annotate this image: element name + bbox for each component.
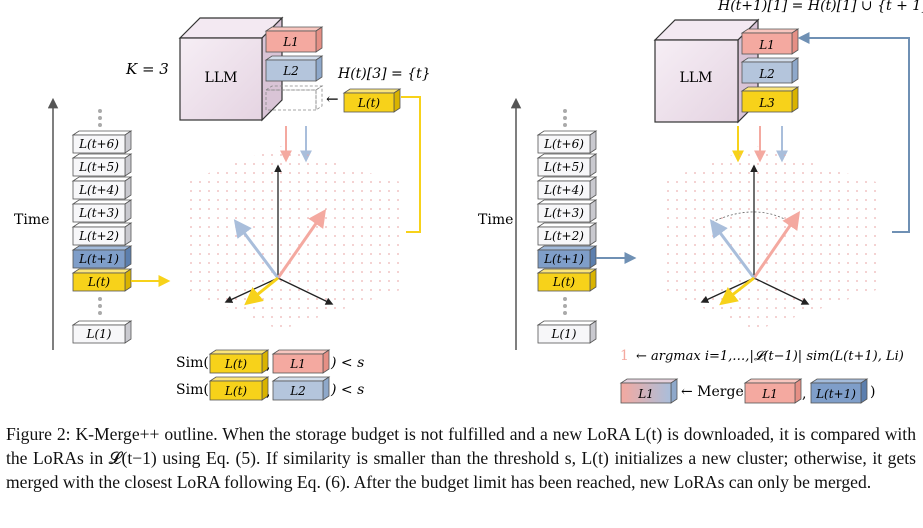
left-panel: K = 3 LLM L1 L2 ← H(t)[3] = {t}: [14, 16, 431, 401]
lora-slot-right-2-label: L2: [758, 67, 775, 81]
lora-slot-2: L2: [264, 55, 324, 82]
lora-slot-1: L1: [264, 26, 324, 53]
similarity-checks: Sim( L(t), L1 ) < s Sim( L(t), L2 ) < s: [176, 349, 364, 401]
timeline-item: L(t): [71, 268, 133, 292]
sim-operand-b-label: L2: [289, 384, 306, 398]
merge-operand-a: L1: [743, 378, 803, 404]
time-label-right: Time: [478, 212, 513, 228]
sim-operand-b-label: L1: [289, 357, 306, 371]
timeline-item: L(1): [536, 320, 598, 344]
empty-slot: [264, 85, 324, 111]
merge-operand-a-label: L1: [761, 387, 778, 401]
timeline-item: L(t+6): [536, 130, 598, 154]
timeline-item: L(t+3): [536, 199, 598, 223]
timeline-item-label: L(t): [87, 275, 110, 289]
timeline-item-label: L(t+2): [543, 229, 584, 243]
merge-comma: ,: [802, 386, 806, 402]
timeline-item: L(t+1): [536, 245, 598, 269]
sim-operand-a-label: L(t): [224, 384, 247, 398]
merge-result-box: L1: [619, 378, 679, 404]
sim-operand-a: L(t): [208, 376, 270, 401]
incoming-lora: L(t): [342, 88, 402, 113]
timeline-item: L(t+5): [536, 153, 598, 177]
arrow-left-symbol: ←: [326, 90, 339, 108]
merge-operand-b-label: L(t+1): [815, 387, 856, 401]
timeline-item: L(t): [536, 268, 598, 292]
timeline-item-label: L(t+1): [78, 252, 119, 266]
right-panel: H(t+1)[1] = H(t)[1] ∪ {t + 1} LLM L1L2L3…: [478, 0, 923, 404]
lora-slot-right-3: L3: [740, 86, 800, 113]
timeline-right: L(t+6) L(t+5) L(t+4) L(t+3) L(t+2) L(t+1) L(t)…: [536, 109, 598, 344]
argmax-index: 1: [620, 348, 629, 364]
timeline-item-label: L(t+5): [78, 160, 119, 174]
sim-func: Sim(: [176, 355, 209, 371]
yellow-loop-line: [401, 96, 421, 233]
slot-label-2: L2: [282, 64, 299, 78]
timeline-item-label: L(t+6): [78, 137, 119, 151]
merge-operand-b: L(t+1): [809, 378, 869, 404]
timeline-item-label: L(t+2): [78, 229, 119, 243]
timeline-item-label: L(t+6): [543, 137, 584, 151]
blue-feedback-arrow: [797, 32, 910, 233]
timeline-item-label: L(t+1): [543, 252, 584, 266]
argmax-expression: ← argmax i=1,…,|𝓛(t−1)| sim(L(t+1), Li): [636, 349, 904, 364]
timeline-item-label: L(t+4): [78, 183, 119, 197]
vector-space-right: [660, 146, 876, 330]
timeline-item: L(t+2): [71, 222, 133, 246]
figure-caption: Figure 2: K-Merge++ outline. When the st…: [6, 422, 916, 494]
caption-text: K-Merge++ outline. When the storage budg…: [6, 424, 916, 492]
timeline-item: L(t+4): [71, 176, 133, 200]
sim-operand-a-label: L(t): [224, 357, 247, 371]
lora-slot-right-1: L1: [740, 28, 800, 55]
timeline-item: L(t+6): [71, 130, 133, 154]
llm-label: LLM: [205, 70, 238, 86]
timeline-left: L(t+6) L(t+5) L(t+4) L(t+3) L(t+2) L(t+1) L(t)…: [71, 109, 133, 344]
timeline-item: L(t+2): [536, 222, 598, 246]
timeline-item: L(t+3): [71, 199, 133, 223]
sim-relation: ) < s: [330, 355, 364, 371]
lora-slot-right-3-label: L3: [758, 96, 775, 110]
timeline-item-label: L(1): [551, 327, 577, 341]
history-label-right: H(t+1)[1] = H(t)[1] ∪ {t + 1}: [717, 0, 923, 14]
incoming-lora-label: L(t): [357, 96, 380, 110]
timeline-item-label: L(t): [552, 275, 575, 289]
sim-operand-b: L1: [271, 349, 331, 374]
llm-label-right: LLM: [680, 70, 713, 86]
merge-close: ): [870, 384, 875, 400]
timeline-item-label: L(t+4): [543, 183, 584, 197]
timeline-item: L(t+1): [71, 245, 133, 269]
merge-text: ← Merge(: [681, 384, 749, 400]
lora-slot-right-2: L2: [740, 57, 800, 84]
timeline-item: L(t+5): [71, 153, 133, 177]
slot-label-1: L1: [282, 35, 299, 49]
lora-slot-right-1-label: L1: [758, 38, 775, 52]
sim-func: Sim(: [176, 382, 209, 398]
time-label: Time: [14, 212, 49, 228]
sim-comma: ,: [266, 357, 270, 373]
history-label: H(t)[3] = {t}: [337, 66, 431, 82]
sim-comma: ,: [266, 384, 270, 400]
sim-operand-b: L2: [271, 376, 331, 401]
timeline-item-label: L(t+5): [543, 160, 584, 174]
figure-2: K = 3 LLM L1 L2 ← H(t)[3] = {t}: [14, 0, 923, 404]
timeline-item: L(1): [71, 320, 133, 344]
timeline-item-label: L(t+3): [543, 206, 584, 220]
vector-space-left: [185, 146, 400, 330]
merge-result-label: L1: [637, 387, 654, 401]
caption-label: Figure 2:: [6, 424, 71, 444]
k-label: K = 3: [125, 60, 169, 78]
timeline-item-label: L(t+3): [78, 206, 119, 220]
sim-operand-a: L(t): [208, 349, 270, 374]
timeline-item-label: L(1): [86, 327, 112, 341]
timeline-item: L(t+4): [536, 176, 598, 200]
sim-relation: ) < s: [330, 382, 364, 398]
